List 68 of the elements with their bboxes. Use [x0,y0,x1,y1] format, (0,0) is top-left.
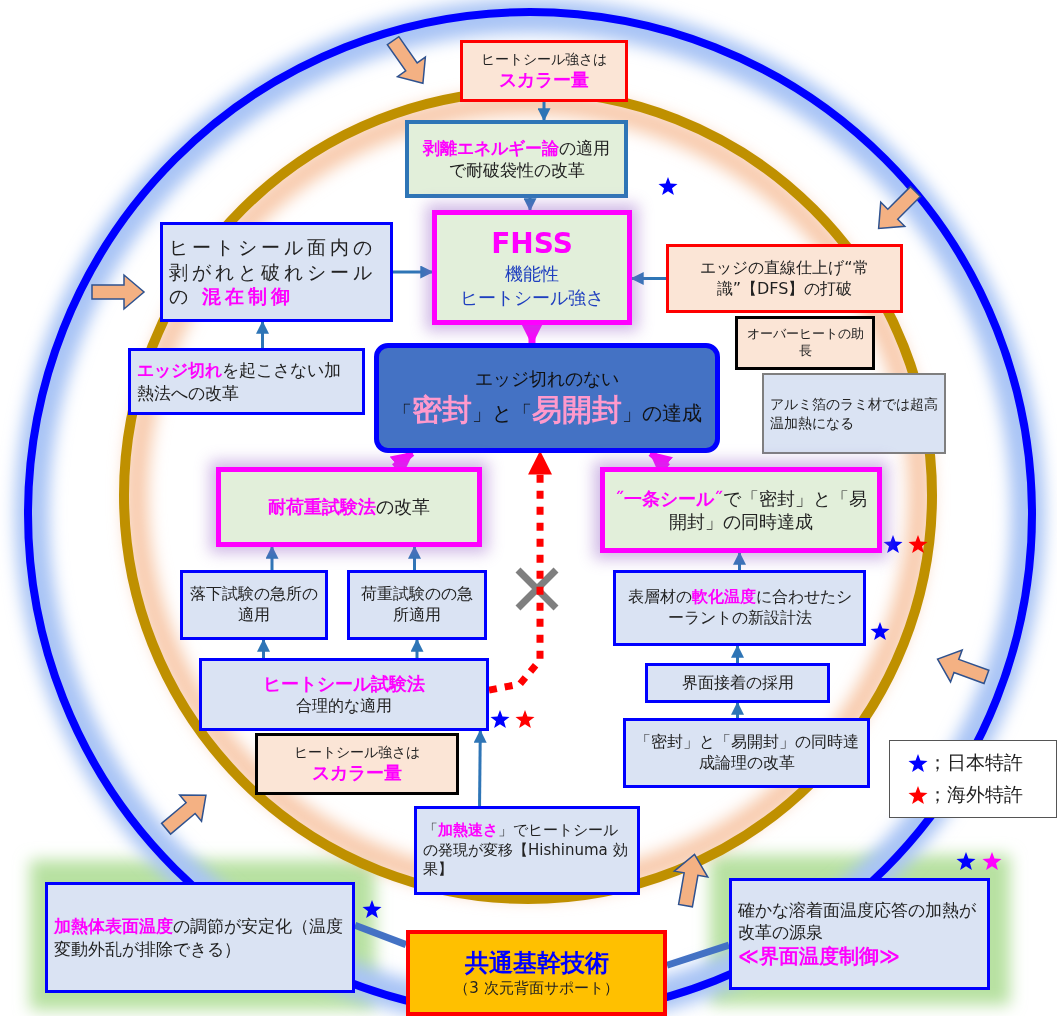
box-heading: 共通基幹技術 [464,947,609,979]
box-text: アルミ箔のラミ材では超高温加熱になる [770,395,938,432]
process-box [347,570,487,640]
box-heading: FHSS [491,225,573,262]
arrow [410,638,424,658]
connector-line [353,922,408,948]
arrow [473,729,487,806]
box-heading: 確かな溶着面温度応答の加熱が改革の源泉 [738,898,977,944]
legend-label: ；日本特許 [928,750,1023,775]
box-heading: ヒートシール強さは [481,50,607,69]
process-box [600,467,882,553]
legend-label: ；海外特許 [928,782,1023,807]
arrow [731,644,744,663]
box-text: 耐荷重試験法の改革 [268,495,430,519]
arrow [408,545,421,570]
box-text: スカラー量 [499,68,589,92]
box-text: ヒートシール強さ [460,285,604,310]
process-box [729,878,990,990]
box-text: 界面接着の採用 [681,672,794,694]
box-text: ヒートシール面内の剥がれと破れシールの 混在制御 [169,234,377,310]
box-text: （3 次元背面サポート） [454,978,619,999]
process-box [405,120,628,198]
box-text: オーバーヒートの助長 [745,326,865,360]
process-box [613,570,866,646]
box-heading: エッジ切れのない [475,366,619,391]
box-heading: ヒートシール強さは [294,743,420,762]
process-box [160,222,393,322]
process-box [406,930,667,1016]
arrow [256,320,269,348]
box-text: 表層材の軟化温度に合わせたシーラントの新設計法 [626,587,853,629]
box-text: 加熱体表面温度の調節が安定化（温度変動外乱が排除できる） [54,915,344,960]
process-box [216,467,482,547]
arrow [265,545,279,570]
box-text: 落下試験の急所の適用 [189,584,319,626]
arrow [630,272,666,285]
box-text: 「密封」と「易開封」の同時達成論理の改革 [633,732,860,774]
box-text: 「加熱速さ」でヒートシールの発現が変移【Hishinuma 効果】 [423,821,629,880]
process-box [432,210,632,325]
process-box [45,882,355,993]
arrow [537,102,551,122]
process-box [460,40,628,102]
box-text: 「密封」と「易開封」の達成 [392,391,702,430]
process-box [414,806,640,895]
process-box [735,316,875,370]
box-text: ≪界面温度制御≫ [738,943,900,970]
box-text: ˝一条シール˝で「密封」と「易開封」の同時達成 [614,486,868,534]
process-box [128,348,365,415]
arrow [523,198,537,212]
box-text: エッジ切れを起こさない加熱法への改革 [137,359,342,404]
process-box [623,718,870,788]
arrow [733,551,746,570]
process-box [645,663,830,703]
box-text: スカラー量 [312,761,402,785]
arrow [257,638,270,658]
arrow [393,265,434,279]
goal-box [374,343,720,453]
box-heading: ヒートシール試験法 [263,672,425,696]
process-box [199,658,489,731]
box-text: 機能性 [505,262,559,286]
process-box [180,570,328,640]
box-text: 荷重試験のの急所適用 [360,584,474,626]
process-box [666,244,903,313]
process-box [762,373,946,454]
process-box [255,733,459,795]
box-text: 合理的な適用 [296,695,392,717]
box-text: 剥離エネルギー論の適用で耐破袋性の改革 [421,136,611,182]
arrow [731,701,744,718]
box-text: エッジの直線仕上げ“常識”【DFS】の打破 [699,257,870,300]
